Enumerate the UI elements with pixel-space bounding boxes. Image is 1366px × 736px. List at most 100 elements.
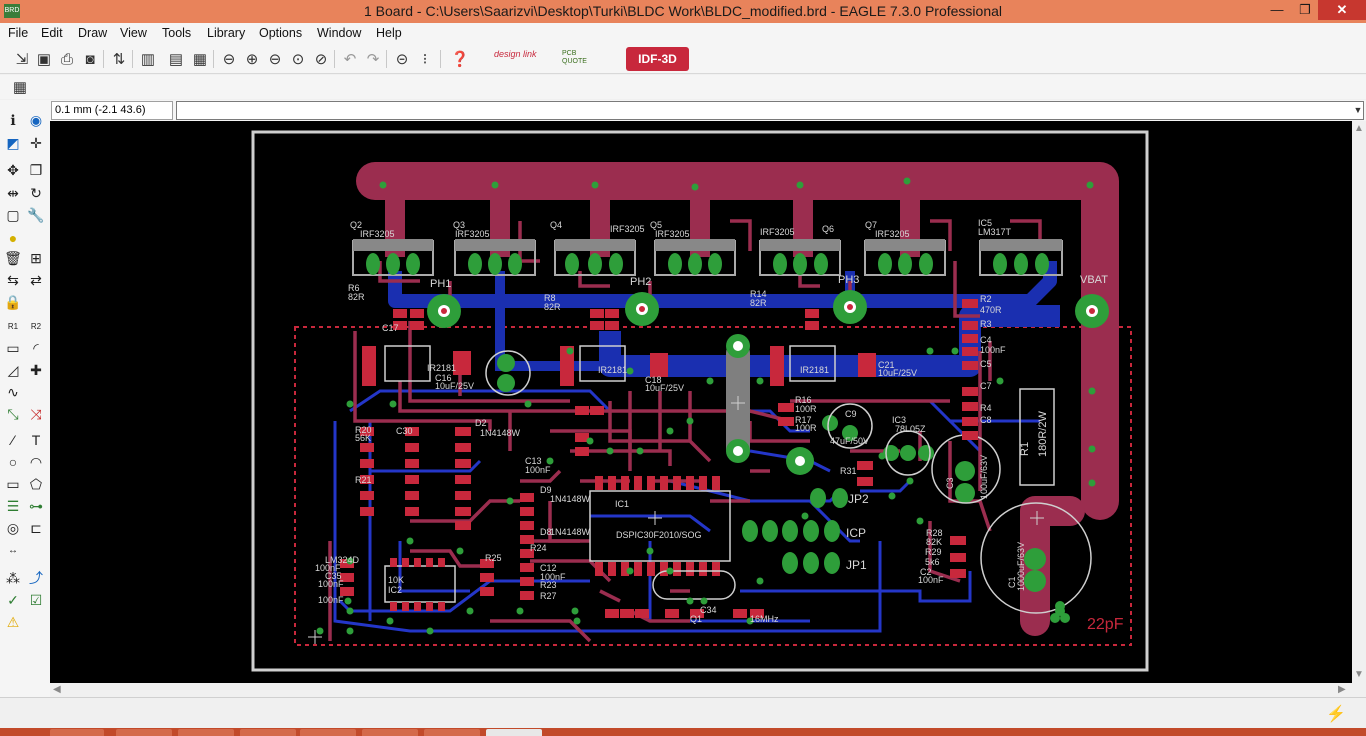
redo-icon[interactable]: ↷ bbox=[366, 51, 380, 68]
zoom-redraw-icon[interactable]: ⊙ bbox=[291, 51, 305, 68]
show-icon[interactable]: ◉ bbox=[29, 111, 43, 128]
scroll-left-icon[interactable]: ◀ bbox=[53, 684, 61, 695]
taskbar-item-app5[interactable] bbox=[300, 729, 356, 736]
cam-processor-icon[interactable]: ◙ bbox=[85, 50, 95, 68]
minimize-button[interactable]: — bbox=[1270, 2, 1284, 17]
info-icon[interactable]: ℹ bbox=[10, 111, 16, 128]
mark-icon[interactable]: ✛ bbox=[30, 134, 42, 151]
zoom-in-icon[interactable]: ⊕ bbox=[245, 51, 259, 68]
print-icon[interactable]: ⎙ bbox=[60, 50, 73, 68]
help-icon[interactable]: ❓ bbox=[450, 51, 470, 68]
undo-icon[interactable]: ↶ bbox=[343, 51, 357, 68]
go-icon[interactable]: ⁝ bbox=[422, 51, 428, 68]
label-ph3: PH3 bbox=[838, 274, 859, 286]
zoom-out-icon[interactable]: ⊖ bbox=[268, 51, 282, 68]
copy-icon[interactable]: ❐ bbox=[29, 161, 43, 178]
vertical-scrollbar[interactable]: ▲ ▼ bbox=[1352, 121, 1366, 683]
scroll-up-icon[interactable]: ▲ bbox=[1354, 123, 1364, 134]
label-d2: D2 bbox=[475, 418, 487, 428]
menu-help[interactable]: Help bbox=[376, 26, 402, 40]
grid-icon[interactable]: ▦ bbox=[12, 79, 28, 96]
label-d9: D9 bbox=[540, 485, 552, 495]
dimension-icon[interactable]: ↔ bbox=[8, 544, 18, 556]
command-history-dropdown[interactable]: ▼ bbox=[1353, 105, 1363, 115]
zoom-fit-icon[interactable]: ⊖ bbox=[222, 51, 236, 68]
menu-options[interactable]: Options bbox=[259, 26, 303, 40]
taskbar-item-explorer[interactable] bbox=[50, 729, 104, 736]
taskbar-item-app6[interactable] bbox=[362, 729, 418, 736]
rect-icon[interactable]: ▭ bbox=[6, 475, 20, 492]
group-icon[interactable]: ▢ bbox=[6, 206, 20, 223]
taskbar-item-app4[interactable] bbox=[240, 729, 296, 736]
stop-command-icon[interactable]: ⚡ bbox=[1326, 706, 1346, 723]
ratsnest-icon[interactable]: ⁂ bbox=[6, 569, 20, 586]
label-c1: C1 bbox=[1007, 576, 1017, 588]
lock-icon[interactable]: 🔒 bbox=[4, 293, 22, 310]
circle-icon[interactable]: ○ bbox=[8, 454, 18, 470]
signal-icon[interactable]: ⊶ bbox=[29, 497, 43, 514]
pinswap-icon[interactable]: ⇄ bbox=[30, 271, 42, 288]
save-icon[interactable]: ▣ bbox=[36, 51, 52, 68]
wire-icon[interactable]: ⁄ bbox=[11, 432, 15, 448]
pcb-quote-button[interactable]: PCB QUOTE bbox=[562, 50, 587, 65]
board-icon[interactable]: ▦ bbox=[192, 51, 208, 68]
taskbar-item-app2[interactable] bbox=[116, 729, 172, 736]
taskbar-item-app7[interactable] bbox=[424, 729, 480, 736]
smash-icon[interactable]: ▭ bbox=[6, 339, 20, 356]
display-layers-icon[interactable]: ◩ bbox=[6, 134, 20, 151]
paste-icon[interactable]: ● bbox=[8, 230, 18, 246]
delete-icon[interactable]: 🗑 bbox=[4, 249, 22, 266]
menu-view[interactable]: View bbox=[120, 26, 147, 40]
eagle-app-icon[interactable]: BRD bbox=[4, 4, 20, 18]
taskbar-item-eagle[interactable] bbox=[486, 729, 542, 736]
name-icon[interactable]: R1 bbox=[7, 321, 19, 331]
hole-icon[interactable]: ◎ bbox=[6, 519, 20, 536]
attribute-icon[interactable]: ⊏ bbox=[30, 519, 42, 536]
design-link-button[interactable]: design link bbox=[494, 49, 537, 59]
menu-window[interactable]: Window bbox=[317, 26, 362, 40]
run-ulp-icon[interactable]: ▥ bbox=[140, 51, 156, 68]
command-input[interactable] bbox=[176, 101, 1364, 120]
meander-icon[interactable]: ∿ bbox=[7, 383, 19, 400]
taskbar-item-app3[interactable] bbox=[178, 729, 234, 736]
value-icon[interactable]: R2 bbox=[30, 321, 42, 331]
idf-3d-button[interactable]: IDF-3D bbox=[626, 47, 689, 71]
move-icon[interactable]: ✥ bbox=[7, 161, 19, 178]
text-icon[interactable]: T bbox=[31, 432, 41, 448]
schematic-icon[interactable]: ▤ bbox=[168, 51, 184, 68]
polygon-icon[interactable]: ⬠ bbox=[29, 475, 43, 492]
drc-icon[interactable]: ☑ bbox=[29, 591, 43, 608]
miter-icon[interactable]: ◜ bbox=[33, 339, 39, 356]
rotate-icon[interactable]: ↻ bbox=[30, 184, 42, 201]
split-icon[interactable]: ◿ bbox=[7, 361, 19, 378]
label-q3-value: IRF3205 bbox=[455, 229, 490, 239]
script-icon[interactable]: ⇅ bbox=[112, 51, 126, 68]
menu-tools[interactable]: Tools bbox=[162, 26, 192, 40]
horizontal-scrollbar[interactable]: ◀ ▶ bbox=[50, 683, 1352, 697]
replace-icon[interactable]: ⇆ bbox=[7, 271, 19, 288]
menu-library[interactable]: Library bbox=[207, 26, 246, 40]
stop-icon[interactable]: ⊝ bbox=[395, 51, 409, 68]
arc-icon[interactable]: ◠ bbox=[29, 453, 43, 470]
ripup-icon[interactable]: ⤨ bbox=[30, 405, 42, 422]
optimize-icon[interactable]: ✚ bbox=[30, 361, 42, 378]
menu-edit[interactable]: Edit bbox=[41, 26, 63, 40]
autorouter-icon[interactable]: ⤴ bbox=[29, 570, 43, 586]
via-icon[interactable]: ☰ bbox=[6, 497, 20, 514]
mirror-icon[interactable]: ⇹ bbox=[7, 184, 19, 201]
menu-file[interactable]: File bbox=[8, 26, 29, 40]
menu-draw[interactable]: Draw bbox=[78, 26, 108, 40]
route-icon[interactable]: ⤡ bbox=[7, 405, 19, 422]
zoom-select-icon[interactable]: ⊘ bbox=[314, 51, 328, 68]
scroll-right-icon[interactable]: ▶ bbox=[1338, 684, 1346, 695]
open-icon[interactable]: ⇲ bbox=[15, 51, 29, 68]
change-icon[interactable]: 🔧 bbox=[27, 206, 45, 223]
maximize-button[interactable]: ❐ bbox=[1299, 2, 1311, 17]
label-d9-value: 1N4148W bbox=[550, 494, 591, 504]
board-canvas[interactable]: Q2 IRF3205 Q3 IRF3205 Q4 IRF3205 Q5 IRF3… bbox=[50, 121, 1352, 683]
errors-icon[interactable]: ⚠ bbox=[6, 613, 20, 630]
scroll-down-icon[interactable]: ▼ bbox=[1354, 669, 1364, 680]
close-button[interactable]: ✕ bbox=[1318, 0, 1366, 20]
erc-icon[interactable]: ✓ bbox=[7, 591, 19, 608]
add-icon[interactable]: ⊞ bbox=[30, 249, 42, 266]
